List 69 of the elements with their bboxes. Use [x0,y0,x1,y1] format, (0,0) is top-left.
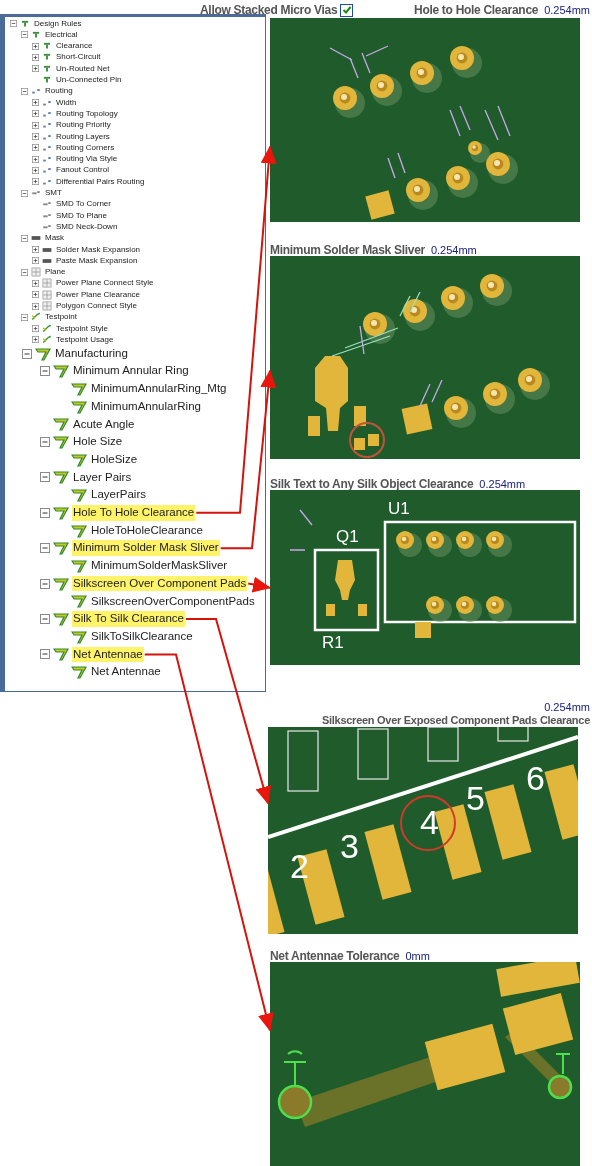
rule-value: 0.254mm [430,245,477,256]
highlighted-tree-item: Silk To Silk Clearance [72,611,185,627]
arrow [195,145,277,514]
tree-item: HoleToHoleClearance [90,522,204,539]
silkscreen-label: 5 [466,781,485,815]
tree-item: Manufacturing [54,345,129,362]
tree-item: Design Rules [33,17,83,30]
rule-heading: Minimum Solder Mask Sliver [270,244,425,256]
silkscreen-label: R1 [322,634,344,651]
tree-item: Net Antennae [90,664,162,680]
tree-item: SilkscreenOverComponentPads [90,593,256,610]
tree-item: LayerPairs [90,487,147,503]
arrow [219,369,277,550]
tree-item: Un-Connected Pin [55,74,123,86]
tree-item: SMD To Plane [55,209,108,222]
tree-item: Routing Topology [55,107,119,120]
rule-value: 0.254mm [544,5,590,16]
arrow [143,653,274,1032]
tree-item: Testpoint Style [55,322,110,335]
arrow [247,576,271,593]
tree-item: MinimumAnnularRing_Mtg [90,381,228,397]
tree-item: Routing Via Style [55,153,119,166]
tree-item: Power Plane Clearance [55,288,142,301]
highlighted-tree-item: Minimum Solder Mask Sliver [72,540,220,556]
tree-item: Hole Size [72,434,124,450]
tree-item: Routing Corners [55,141,116,154]
tree-item: Polygon Connect Style [55,300,138,312]
arrow [185,618,272,805]
rule-heading: Hole to Hole Clearance [414,4,539,16]
rule-value: 0.254mm [479,479,526,490]
tree-item: HoleSize [90,451,139,468]
highlighted-tree-item: Hole To Hole Clearance [72,505,196,521]
rule-heading: Silk Text to Any Silk Object Clearance [270,478,474,490]
tree-item: Mask [44,232,66,245]
tree-item: SMD Neck-Down [55,220,119,233]
tree-item: Testpoint Usage [55,333,115,346]
tree-item: Electrical [44,28,79,41]
option-label: Allow Stacked Micro Vias [200,2,338,19]
rule-value: 0mm [405,951,430,962]
tree-item: Acute Angle [72,416,136,433]
tree-item: Routing [44,85,74,98]
tree-item: MinimumSolderMaskSliver [90,558,229,574]
tree-item: Routing Priority [55,119,112,132]
tree-item: SMD To Corner [55,198,112,211]
silkscreen-label: 3 [340,829,359,863]
rule-value: 0.254mm [544,701,590,714]
silkscreen-label: 6 [526,761,545,795]
tree-item: Un-Routed Net [55,62,111,75]
tree-item: Testpoint [44,311,79,324]
tree-item: Width [55,96,78,109]
silkscreen-label: Q1 [336,528,359,545]
tree-item: Minimum Annular Ring [72,363,190,379]
tree-item: Solder Mask Expansion [55,243,142,256]
tree-item: Layer Pairs [72,469,133,486]
rule-heading: Silkscreen Over Exposed Component Pads Clearance [321,714,590,727]
tree-item: Differential Pairs Routing [55,175,146,188]
silkscreen-label: U1 [388,500,410,517]
tree-item: MinimumAnnularRing [90,398,202,415]
silkscreen-label: 4 [420,805,439,839]
tree-item: Short-Circuit [55,51,102,64]
tree-item: Clearance [55,40,94,53]
tree-item: SilkToSilkClearance [90,628,194,645]
tree-item: Plane [44,266,67,279]
rule-heading: Net Antennae Tolerance [270,950,400,962]
tree-item: Paste Mask Expansion [55,254,139,267]
tree-item: Routing Layers [55,130,111,143]
tree-item: Fanout Control [55,164,110,177]
tree-item: SMT [44,187,63,199]
tree-item: Power Plane Connect Style [55,277,155,290]
